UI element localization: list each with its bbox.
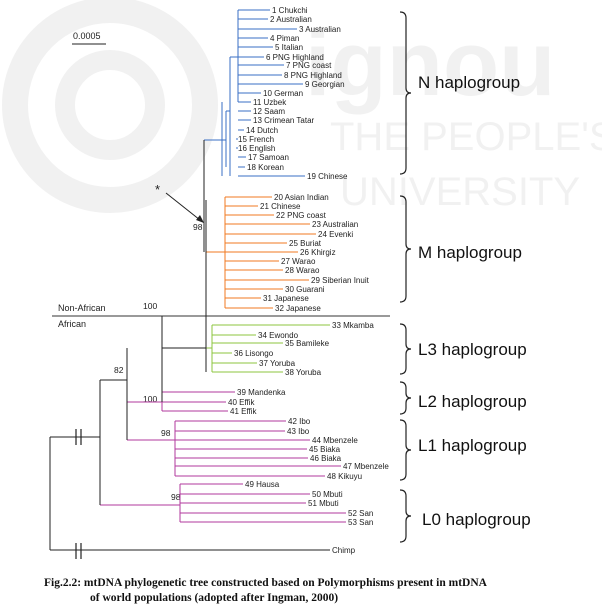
haplogroup-label: L0 haplogroup [422,510,531,529]
leaf-label: 26 Khirgiz [300,248,336,257]
group-bracket [399,195,412,303]
leaf-label: 37 Yoruba [259,359,296,368]
asterisk-marker: * [155,182,160,197]
leaf-label: 50 Mbuti [312,490,343,499]
leaf-label: 9 Georgian [305,80,345,89]
leaf-label: 17 Samoan [248,153,289,162]
leaf-label: 52 San [348,509,373,518]
leaf-label: 43 Ibo [287,427,310,436]
watermark-logo-text: ignou [305,13,555,115]
leaf-label: 8 PNG Highland [284,71,342,80]
leaf-label: 36 Lisongo [234,349,274,358]
leaf-label: 19 Chinese [307,172,348,181]
group-bracket [399,11,412,175]
watermark: ignou THE PEOPLE'S UNIVERSITY [2,0,602,214]
leaf-label: 39 Mandenka [237,388,286,397]
leaf-label: 30 Guarani [285,285,325,294]
bootstrap-label: 98 [193,222,203,232]
leaf-label: 2 Australian [270,15,312,24]
leaf-label: 24 Evenki [318,230,353,239]
bootstrap-label: 100 [143,301,157,311]
asterisk-arrowhead [196,215,204,223]
leaf-label: 1 Chukchi [272,6,308,15]
leaf-label: 44 Mbenzele [312,436,358,445]
haplogroup-label: N haplogroup [418,73,520,92]
bootstrap-label: 98 [171,492,181,502]
branch-break-marks [75,429,82,559]
leaf-label: 12 Saam [253,107,285,116]
leaf-label: 11 Uzbek [253,98,287,107]
leaf-label: 40 Effik [228,398,256,407]
group-bracket [399,489,412,543]
scale-bar-label: 0.0005 [73,31,101,41]
african-label: African [58,319,86,329]
haplogroup-label: L2 haplogroup [418,392,527,411]
leaf-label: 10 German [263,89,303,98]
leaf-label: 28 Warao [285,266,320,275]
asterisk-arrow [165,192,201,221]
leaf-label: 41 Effik [230,407,258,416]
leaf-label: 49 Hausa [245,480,280,489]
leaf-label: 47 Mbenzele [343,462,389,471]
leaf-label: 6 PNG Highland [266,53,324,62]
leaf-label: 46 Biaka [310,454,342,463]
watermark-line-2: THE PEOPLE'S [330,115,602,159]
leaf-label: 45 Biaka [309,445,341,454]
leaf-label: 53 San [348,518,373,527]
leaf-label: 13 Crimean Tatar [253,116,315,125]
leaf-label: 21 Chinese [260,202,301,211]
leaf-label: 38 Yoruba [285,368,322,377]
figure-caption: Fig.2.2: mtDNA phylogenetic tree constru… [44,576,584,606]
leaf-label: 3 Australian [299,25,341,34]
leaf-label: 25 Buriat [289,239,322,248]
group-bracket [399,419,412,481]
leaf-label: 18 Korean [247,163,284,172]
leaf-label: 27 Warao [281,257,316,266]
leaf-label: 7 PNG coast [286,61,332,70]
leaf-label: 23 Australian [312,220,358,229]
leaf-label: 31 Japanese [263,294,309,303]
leaf-label: 29 Siberian Inuit [311,276,370,285]
leaf-label: Chimp [332,546,356,555]
bootstrap-label: 82 [114,365,124,375]
leaf-label: 51 Mbuti [308,499,339,508]
leaf-label: 4 Piman [270,34,299,43]
leaf-label: 34 Ewondo [258,331,299,340]
leaf-label: 14 Dutch [246,126,278,135]
leaf-label: 16 English [238,144,275,153]
caption-line-2: of world populations (adopted after Ingm… [90,592,339,604]
bootstrap-label: 98 [161,428,171,438]
group-bracket [399,381,412,415]
leaf-label: 5 Italian [275,43,303,52]
leaf-label: 33 Mkamba [332,321,374,330]
leaf-label: 22 PNG coast [276,211,327,220]
haplogroup-label: L3 haplogroup [418,340,527,359]
bootstrap-label: 100 [143,394,157,404]
watermark-line-3: UNIVERSITY [340,170,580,214]
non-african-label: Non-African [58,303,106,313]
caption-line-1: Fig.2.2: mtDNA phylogenetic tree constru… [44,577,487,589]
leaf-label: 32 Japanese [275,304,321,313]
haplogroup-label: M haplogroup [418,243,522,262]
leaf-label: 35 Bamileke [285,339,330,348]
leaf-label: 42 Ibo [288,417,311,426]
haplogroup-label: L1 haplogroup [418,436,527,455]
group-bracket [399,323,412,375]
leaf-label: 15 French [238,135,274,144]
leaf-label: 20 Asian Indian [274,193,329,202]
leaf-label: 48 Kikuyu [327,472,362,481]
